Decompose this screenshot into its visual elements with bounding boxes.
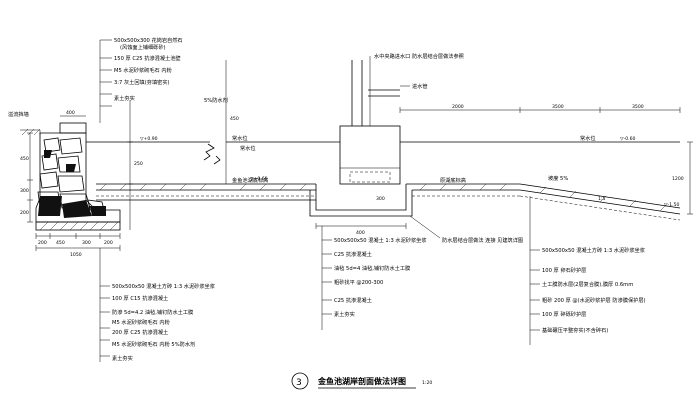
title-text: 金鱼池湖岸剖面做法详图 <box>317 376 406 386</box>
bottom-left-notes: 500x500x50 混凝土方砖 1:3 水泥砂浆坐浆 100 厚 C15 抗渗… <box>112 282 215 362</box>
dim-slope: 1:5 <box>598 196 605 202</box>
water-lines <box>86 141 680 165</box>
note-br-2: 土工膜防水层(2层复合膜),膜厚 0.6mm <box>542 280 633 288</box>
label-slope: 坡度 5% <box>548 174 568 182</box>
label-inlet-note: 防水层结合层做法 连接 见建筑详图 <box>442 236 523 244</box>
note-bl-0: 500x500x50 混凝土方砖 1:3 水泥砂浆坐浆 <box>112 282 215 290</box>
leaders <box>99 39 540 362</box>
dimension-texts: 400 450 300 200 250 200 450 300 200 1050… <box>20 104 684 258</box>
label-water-level: 常水位 <box>240 144 256 152</box>
dim-right-span-1: 2000 <box>452 104 464 110</box>
note-br-5: 基础碾压平整夯实(不含碎石) <box>542 326 608 334</box>
note-bl-5: M5 水泥砂浆砌毛石 内粉 5%防水剂 <box>112 340 195 348</box>
dim-mid-h: 450 <box>230 116 239 122</box>
dim-base-1: 450 <box>56 240 65 246</box>
title-number: 3 <box>296 378 302 388</box>
drawing-title: 3 金鱼池湖岸剖面做法详图 1:20 <box>291 372 432 390</box>
note-bl-1: 100 厚 C15 抗渗混凝土 <box>112 294 168 302</box>
note-bl-2: 防渗 5d=4.2 油毡,铺钉防水土工膜 <box>112 308 193 316</box>
dim-wall-h3: 200 <box>20 210 29 216</box>
label-waterproof: 5%防水剂 <box>204 96 228 104</box>
level-right: ▽-0.60 <box>620 136 635 142</box>
note-tr-1: 进水管 <box>412 82 428 90</box>
note-bm-0: 500x500x50 混凝土 1:3 水泥砂浆坐浆 <box>334 236 427 244</box>
note-tl-1: (风蚀面上铺细砾砂) <box>120 43 166 51</box>
bottom-middle-notes: 500x500x50 混凝土 1:3 水泥砂浆坐浆 C25 抗渗混凝土 油毡 5… <box>334 236 427 318</box>
inline-labels: 溢流挡墙 常水位 金鱼池湖底标高 原湖底标高 常水位 坡度 5% 防水层结合层做… <box>8 96 596 244</box>
pool-bottom <box>96 183 681 221</box>
note-br-1: 100 厚 卵石砂护层 <box>542 266 586 274</box>
note-bm-3: 粗砂找平 @200-300 <box>334 278 383 286</box>
note-tl-2: 150 厚 C25 抗渗混凝土池壁 <box>114 54 181 62</box>
dim-wall-h2: 300 <box>20 188 29 194</box>
dim-base-3: 200 <box>104 240 113 246</box>
level-mid: ▽+0.60 <box>250 176 268 182</box>
note-tl-4: 3:7 灰土回填(夯填密实) <box>114 78 170 86</box>
dim-base-2: 300 <box>82 240 91 246</box>
dim-wall-h4: 250 <box>134 161 143 167</box>
note-bm-4: C25 抗渗混凝土 <box>334 296 372 304</box>
level-marks: ▽+0.90 ▽+0.60 ▽-0.60 ▽-1.50 <box>140 136 679 208</box>
top-left-notes: 500x500x300 花岗岩自然石 (风蚀面上铺细砾砂) 150 厚 C25 … <box>114 36 183 102</box>
label-right-water: 常水位 <box>580 134 596 142</box>
level-left: ▽+0.90 <box>140 136 158 142</box>
note-br-3: 粗砂 200 厚 @(水泥砂浆护层 防渗膜保护层) <box>542 296 646 304</box>
dim-right-span-2: 3500 <box>552 104 564 110</box>
note-bl-6: 素土夯实 <box>112 354 133 362</box>
label-left-wall: 溢流挡墙 <box>8 110 29 118</box>
label-left-water: 常水位 <box>232 134 248 142</box>
top-right-notes: 水中央路进水口 防水层结合层做法参照 进水管 <box>374 52 464 90</box>
title-scale: 1:20 <box>422 380 432 386</box>
note-tl-3: M5 水泥砂浆砌毛石 内粉 <box>114 66 173 74</box>
label-right-bottom: 原湖底标高 <box>440 176 466 184</box>
note-bl-4: 200 厚 C25 抗渗混凝土 <box>112 328 168 336</box>
note-tl-0: 500x500x300 花岗岩自然石 <box>114 36 183 44</box>
note-br-4: 100 厚 碎砾砂护层 <box>542 310 586 318</box>
note-tr-0: 水中央路进水口 防水层结合层做法参照 <box>374 52 464 60</box>
note-bm-2: 油毡 5d=4 油毡,铺钉防水土工膜 <box>334 264 410 272</box>
dim-base-0: 200 <box>38 240 47 246</box>
label-mid-bottom: 金鱼池湖底标高 <box>232 176 268 184</box>
dim-total-base: 1050 <box>70 252 82 258</box>
dim-wall-h1: 450 <box>20 156 29 162</box>
dimensions <box>27 60 693 251</box>
level-far-right: ▽-1.50 <box>664 202 679 208</box>
dim-right-span-3: 3500 <box>632 104 644 110</box>
dim-inlet-h: 300 <box>376 196 385 202</box>
bottom-right-notes: 500x500x50 混凝土方砖 1:3 水泥砂浆坐浆 100 厚 卵石砂护层 … <box>542 246 646 334</box>
note-bm-5: 素土夯实 <box>334 310 355 318</box>
note-bm-1: C25 抗渗混凝土 <box>334 250 372 258</box>
note-br-0: 500x500x50 混凝土方砖 1:3 水泥砂浆坐浆 <box>542 246 645 254</box>
retaining-wall <box>20 122 121 231</box>
note-bl-3: M5 水泥砂浆砌毛石 内粉 <box>112 318 171 326</box>
dim-far-right-h: 1200 <box>672 176 684 182</box>
note-tl-5: 素土夯实 <box>114 94 135 102</box>
dim-wall-top: 400 <box>66 110 75 116</box>
dim-inlet-w: 400 <box>356 230 365 236</box>
